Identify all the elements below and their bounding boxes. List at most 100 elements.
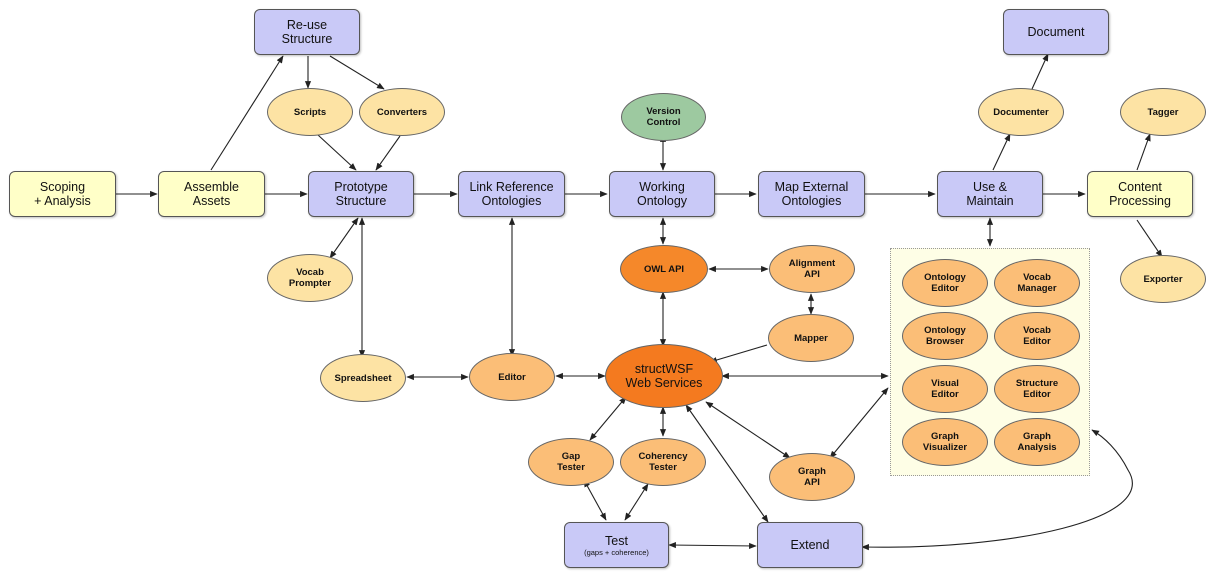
tool-label: Vocab	[296, 267, 324, 278]
connector-structwsf-graphapi	[705, 401, 791, 459]
connector-assemble-reuse	[210, 55, 284, 171]
map-external-ontologies-box: Map External Ontologies	[758, 171, 865, 217]
scoping-analysis-box: Scoping + Analysis	[9, 171, 116, 217]
working-ontology-box: Working Ontology	[609, 171, 715, 217]
document-box: Document	[1003, 9, 1109, 55]
coherency-tester-tool: Coherency Tester	[620, 438, 706, 486]
tool-label: Editor	[1023, 336, 1051, 347]
box-line: Ontologies	[781, 194, 842, 208]
connector-test-extend	[668, 541, 757, 550]
tool-label: Visual	[931, 378, 959, 389]
box-line: Maintain	[966, 194, 1014, 208]
box-line: Working	[639, 180, 685, 194]
connector-structwsf-extend	[685, 404, 769, 523]
tool-label: Mapper	[794, 332, 828, 344]
scripts-tool: Scripts	[267, 88, 353, 136]
tool-label: OWL API	[643, 263, 685, 275]
tool-label: Ontology	[924, 272, 966, 283]
tool-label: Tagger	[1147, 106, 1179, 118]
reuse-structure-box: Re-use Structure	[254, 9, 360, 55]
tool-label: Documenter	[993, 106, 1049, 118]
box-line: Map External	[774, 180, 849, 194]
test-box: Test (gaps + coherence)	[564, 522, 669, 568]
tool-label: Converters	[376, 106, 428, 118]
tool-label: Graph	[798, 466, 826, 477]
tool-label: Manager	[1017, 283, 1057, 294]
box-line: Ontology	[636, 194, 688, 208]
use-maintain-box: Use & Maintain	[937, 171, 1043, 217]
exporter-tool: Exporter	[1120, 255, 1206, 303]
tool-label: Web Services	[625, 376, 703, 390]
connector-use-documenter	[992, 133, 1011, 171]
vocab-prompter-tool: Vocab Prompter	[267, 254, 353, 302]
box-line: Content	[1118, 180, 1162, 194]
tool-label: Analysis	[1017, 442, 1057, 453]
connector-structwsf-gaptester	[589, 396, 627, 441]
tool-label: Graph	[1023, 431, 1051, 442]
tool-label: Gap	[561, 451, 581, 462]
box-line: Document	[1027, 25, 1085, 39]
assemble-assets-box: Assemble Assets	[158, 171, 265, 217]
box-line: Re-use	[286, 18, 328, 32]
vocab-editor-tool: Vocab Editor	[994, 312, 1080, 360]
tool-label: Tester	[649, 462, 677, 473]
vocab-manager-tool: Vocab Manager	[994, 259, 1080, 307]
box-line: Prototype	[334, 180, 388, 194]
connector-mapper-structwsf	[709, 344, 768, 363]
connector-gaptester-test	[583, 479, 607, 521]
box-line: Assets	[192, 194, 231, 208]
box-line: Test	[605, 533, 628, 548]
tool-label: Editor	[931, 389, 959, 400]
connector-graphapi-tools	[829, 387, 889, 459]
tool-label: Prompter	[288, 278, 332, 289]
tool-label: Editor	[1023, 389, 1051, 400]
version-control-tool: Version Control	[621, 93, 706, 141]
tool-label: Browser	[925, 336, 964, 347]
box-line: Use &	[972, 180, 1008, 194]
tool-label: Vocab	[1023, 272, 1051, 283]
connector-coherencytester-test	[624, 483, 649, 521]
box-line: Processing	[1109, 194, 1171, 208]
tool-label: Scripts	[293, 106, 327, 118]
connector-content-tagger	[1136, 133, 1151, 171]
ontology-editor-tool: Ontology Editor	[902, 259, 988, 307]
mapper-tool: Mapper	[768, 314, 854, 362]
documenter-tool: Documenter	[978, 88, 1064, 136]
converters-tool: Converters	[359, 88, 445, 136]
owl-api-tool: OWL API	[620, 245, 708, 293]
prototype-structure-box: Prototype Structure	[308, 171, 414, 217]
ontology-browser-tool: Ontology Browser	[902, 312, 988, 360]
connector-content-exporter	[1136, 219, 1163, 258]
box-line: Link Reference	[469, 180, 554, 194]
box-line: + Analysis	[34, 194, 91, 208]
box-line: Extend	[790, 538, 830, 552]
link-reference-ontologies-box: Link Reference Ontologies	[458, 171, 565, 217]
tool-label: Graph	[931, 431, 959, 442]
structure-editor-tool: Structure Editor	[994, 365, 1080, 413]
test-note: (gaps + coherence)	[584, 547, 649, 557]
connector-prototype-vocabprompter	[329, 217, 359, 259]
tool-label: Exporter	[1143, 273, 1183, 285]
tool-label: structWSF	[634, 362, 694, 376]
tool-label: Tester	[557, 462, 585, 473]
visual-editor-tool: Visual Editor	[902, 365, 988, 413]
tool-label: Control	[646, 117, 681, 128]
gap-tester-tool: Gap Tester	[528, 438, 614, 486]
tool-label: API	[804, 477, 820, 488]
connector-extend-tools	[861, 429, 1133, 551]
tool-label: Spreadsheet	[334, 372, 392, 384]
content-processing-box: Content Processing	[1087, 171, 1193, 217]
tool-label: Structure	[1015, 378, 1059, 389]
graph-analysis-tool: Graph Analysis	[994, 418, 1080, 466]
structwsf-web-services: structWSF Web Services	[605, 344, 723, 408]
graph-api-tool: Graph API	[769, 453, 855, 501]
box-line: Structure	[281, 32, 333, 46]
tagger-tool: Tagger	[1120, 88, 1206, 136]
tool-label: Coherency	[638, 451, 688, 462]
box-line: Structure	[335, 194, 387, 208]
extend-box: Extend	[757, 522, 863, 568]
box-line: Ontologies	[481, 194, 542, 208]
tool-label: Alignment	[788, 258, 836, 269]
alignment-api-tool: Alignment API	[769, 245, 855, 293]
